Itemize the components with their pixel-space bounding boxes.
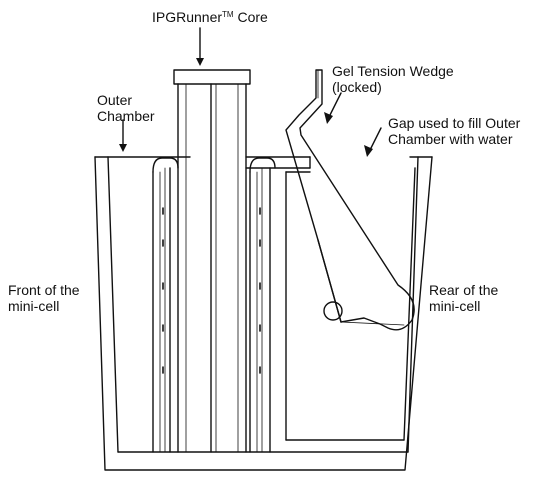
label-outer-chamber-line-1: Outer bbox=[97, 92, 133, 108]
rear-gel-cassette bbox=[249, 157, 276, 453]
front-gel-cassette bbox=[152, 157, 179, 453]
label-gap-line-2: Chamber with water bbox=[388, 131, 513, 147]
label-ipgrunner-core: IPGRunnerTM Core bbox=[152, 9, 268, 25]
label-gel-tension-wedge-line-1: Gel Tension Wedge bbox=[332, 63, 454, 79]
callout-arrows bbox=[119, 27, 382, 157]
label-rear-line-2: mini-cell bbox=[429, 298, 481, 314]
label-front-line-2: mini-cell bbox=[8, 298, 60, 314]
outer-tank bbox=[94, 156, 433, 471]
gel-tension-wedge bbox=[285, 69, 415, 331]
label-gel-tension-wedge-line-2: (locked) bbox=[332, 79, 382, 95]
inner-chamber bbox=[285, 156, 416, 441]
label-rear-line-1: Rear of the bbox=[429, 282, 499, 298]
label-front-line-1: Front of the bbox=[8, 282, 80, 298]
ipgrunner-core bbox=[173, 69, 311, 453]
label-outer-chamber-line-2: Chamber bbox=[97, 108, 155, 124]
label-gap-line-1: Gap used to fill Outer bbox=[388, 115, 521, 131]
